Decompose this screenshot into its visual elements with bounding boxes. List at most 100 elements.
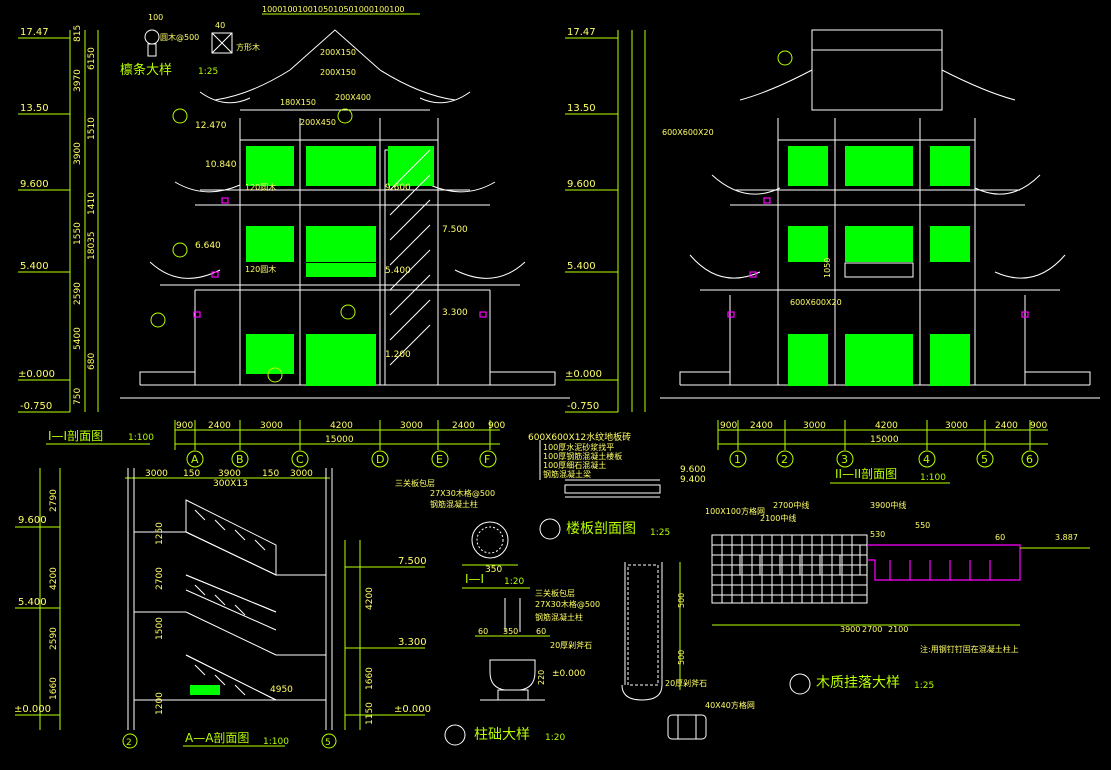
- level-right-6: -0.750: [567, 401, 599, 412]
- col-label-2: 钢筋混凝土柱: [430, 499, 478, 509]
- purlin-dim-40: 40: [215, 21, 225, 30]
- left-axis-circle-E: [431, 450, 449, 468]
- bdim-r-5: 2400: [995, 421, 1018, 431]
- hang-dim-9: 2100: [888, 625, 908, 634]
- hang-dim-4: 530: [870, 530, 885, 539]
- section-title-right: II—II剖面图: [835, 467, 897, 481]
- base-dim-1: 350: [503, 627, 518, 636]
- right-axis-label-4: 4: [923, 453, 930, 466]
- level-right-4: 5.400: [567, 261, 596, 272]
- right-axis-label-1: 1: [734, 453, 741, 466]
- col-scale: 1:20: [504, 577, 524, 587]
- slab-layer-2: 100厚细石混凝土: [543, 460, 606, 470]
- level-left-3: 9.600: [20, 179, 49, 190]
- bdim-r-3: 4200: [875, 421, 898, 431]
- bdim-r-6: 900: [1030, 421, 1047, 431]
- hang-dim-6: 60: [995, 533, 1005, 542]
- hang-dim-7: 3900: [840, 625, 860, 634]
- section-title-left: I—I剖面图: [48, 429, 103, 443]
- stair-rd-3: 1150: [365, 702, 375, 725]
- right-axis-label-6: 6: [1026, 453, 1033, 466]
- stair-scale: 1:100: [263, 737, 289, 747]
- bdim-l-6: 900: [488, 421, 505, 431]
- stair-section: 3000 150 3900 150 3000 300X13 9.600 5.40…: [14, 468, 431, 749]
- right-axis-circle-2: [776, 450, 794, 468]
- stair-id-2: 2700: [155, 567, 165, 590]
- fl-1200: 1.200: [385, 350, 411, 360]
- dim-l1-0: 815: [73, 25, 83, 42]
- dim-l1-6: 2590: [73, 282, 83, 305]
- base-label-2: 钢筋混凝土柱: [535, 612, 583, 622]
- bdim-r-2: 3000: [803, 421, 826, 431]
- base-label-0: 三关板包层: [535, 588, 575, 598]
- tall-dim-0: 500: [677, 593, 686, 608]
- right-axis-label-5: 5: [981, 453, 988, 466]
- hang-dim-3: 3900中线: [870, 500, 906, 510]
- left-axis-circle-D: [371, 450, 389, 468]
- base-dim-0: 60: [478, 627, 488, 636]
- hang-level: 3.887: [1055, 533, 1078, 542]
- fl-6640: 6.640: [195, 241, 221, 251]
- stair-axis-2: 2: [126, 738, 132, 748]
- base-grid: 40X40方格网: [705, 700, 755, 710]
- top-dims: 1000100100105010501000100100: [262, 5, 405, 14]
- stair-lvl-l-2: ±0.000: [14, 704, 51, 715]
- stair-lvl-r-0: 7.500: [398, 556, 427, 567]
- level-left-4: 5.400: [20, 261, 49, 272]
- stair-lvl-l-0: 9.600: [18, 515, 47, 526]
- left-axis-circle-F: [479, 450, 497, 468]
- hang-dim-1: 2700中线: [773, 500, 809, 510]
- left-axis-label-E: E: [436, 453, 443, 466]
- note-r-tile: 600X600X20: [662, 128, 714, 137]
- hang-dim-2: 2100中线: [760, 513, 796, 523]
- beam-5: 180X150: [280, 98, 316, 107]
- slab-lvl-1: 9.400: [680, 475, 706, 485]
- left-axis-label-D: D: [376, 453, 384, 466]
- level-left-6: -0.750: [20, 401, 52, 412]
- stair-title: A—A剖面图: [185, 731, 249, 745]
- bdim-r-4: 3000: [945, 421, 968, 431]
- stair-ld-6: 2590: [49, 627, 59, 650]
- bdim-l-5: 2400: [452, 421, 475, 431]
- hang-dim-5: 550: [915, 521, 930, 530]
- left-axis-label-A: A: [191, 453, 199, 466]
- dim-l1-4: 1550: [73, 222, 83, 245]
- right-axis-circle-6: [1021, 450, 1039, 468]
- dim-l1-2: 3900: [73, 142, 83, 165]
- level-left-5: ±0.000: [18, 369, 55, 380]
- note-r-tile-2: 600X600X20: [790, 298, 842, 307]
- floor-slab-detail: 600X600X12水纹地板砖 100厚水泥砂浆找平 100厚钢筋混凝土楼板 1…: [528, 431, 706, 540]
- level-right-1: 17.47: [567, 27, 596, 38]
- bdim-l-1: 2400: [208, 421, 231, 431]
- dim-l2-3: 1510: [87, 117, 97, 140]
- stair-ld-0: 2790: [49, 489, 59, 512]
- bdim-l-4: 3000: [400, 421, 423, 431]
- fl-10840: 10.840: [205, 160, 237, 170]
- right-axis-circle-1: [729, 450, 747, 468]
- right-axis-circle-4: [918, 450, 936, 468]
- note-round-wood-2: 120圆木: [245, 264, 276, 274]
- bdim-r-0: 900: [720, 421, 737, 431]
- section-scale-left: 1:100: [128, 433, 154, 443]
- stair-top-mid: 300X13: [213, 479, 248, 489]
- purlin-label-1: 圆木@500: [160, 32, 199, 42]
- base-dim-3: 220: [537, 670, 546, 685]
- left-elevation: 17.47 13.50 9.600 5.400 ±0.000 -0.750 81…: [18, 5, 570, 468]
- hang-scale: 1:25: [914, 681, 934, 691]
- bdim-l-3: 4200: [330, 421, 353, 431]
- right-axis-circle-5: [976, 450, 994, 468]
- bdim-l-0: 900: [176, 421, 193, 431]
- base-dim-2: 60: [536, 627, 546, 636]
- hang-note: 注:用钢钉钉固在混凝土柱上: [920, 644, 1019, 654]
- level-right-5: ±0.000: [565, 369, 602, 380]
- stair-lvl-r-1: 3.300: [398, 637, 427, 648]
- bdim-r-1: 2400: [750, 421, 773, 431]
- left-axis-circle-A: [186, 450, 204, 468]
- dim-l2-0: 6150: [87, 47, 97, 70]
- purlin-scale: 1:25: [198, 67, 218, 77]
- beam-3: 200X400: [335, 93, 371, 102]
- purlin-title: 檩条大样: [120, 62, 172, 78]
